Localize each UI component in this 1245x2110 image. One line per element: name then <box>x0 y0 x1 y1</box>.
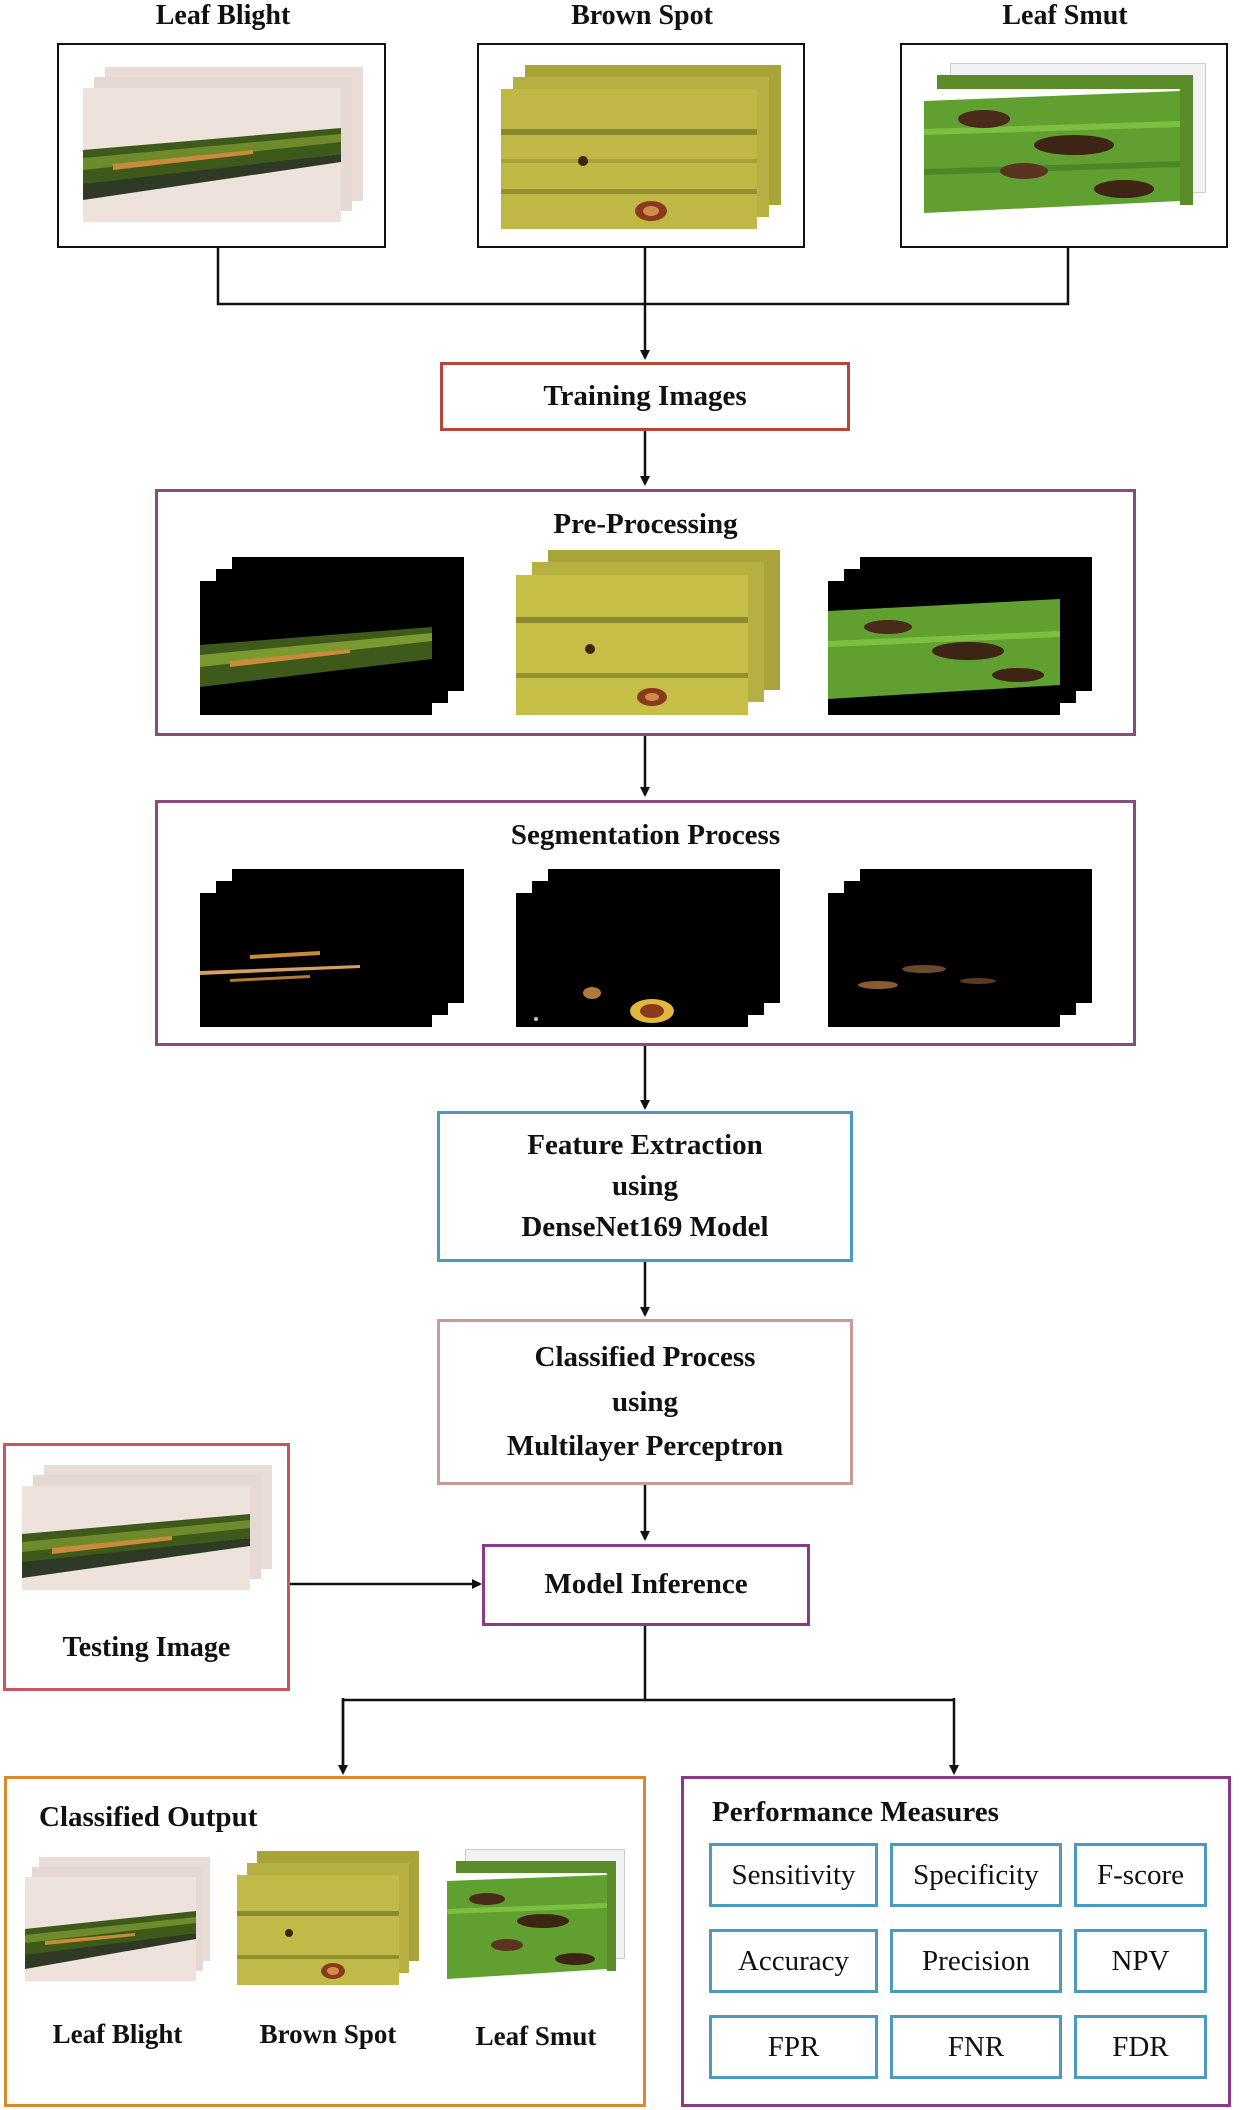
performance-measures-box: Performance Measures Sensitivity Specifi… <box>681 1776 1231 2107</box>
classified-output-box: Classified Output <box>4 1776 646 2107</box>
leaf-smut-image <box>924 91 1180 213</box>
model-inference-label: Model Inference <box>544 1568 748 1601</box>
output-leaf-smut-image <box>447 1849 625 1989</box>
metric-specificity: Specificity <box>890 1843 1062 1907</box>
input-label-brown-spot: Brown Spot <box>571 0 713 31</box>
leaf-blight-image <box>83 128 341 200</box>
segmented-leaf-blight <box>200 869 464 1027</box>
classified-process-box: Classified Process using Multilayer Perc… <box>437 1319 853 1485</box>
segmented-leaf-smut <box>828 869 1092 1027</box>
output-brown-spot-image <box>237 1851 419 1985</box>
output-label-brown-spot: Brown Spot <box>259 2019 397 2049</box>
input-frame-leaf-blight <box>57 43 386 248</box>
classified-process-line-1: Classified Process <box>534 1340 756 1373</box>
classified-process-line-2: using <box>611 1385 679 1418</box>
testing-image-stack <box>22 1465 272 1590</box>
input-label-leaf-blight: Leaf Blight <box>155 0 291 31</box>
metric-fpr: FPR <box>709 2015 878 2079</box>
preprocessed-brown-spot <box>516 550 780 715</box>
metric-fnr: FNR <box>890 2015 1062 2079</box>
preprocessing-box: Pre-Processing <box>155 489 1136 736</box>
split-line <box>341 1626 647 1770</box>
metric-npv: NPV <box>1074 1929 1207 1993</box>
model-inference-box: Model Inference <box>482 1544 810 1626</box>
segmented-brown-spot <box>516 869 780 1027</box>
segmentation-title: Segmentation Process <box>510 819 781 851</box>
classified-process-line-3: Multilayer Perceptron <box>506 1430 784 1463</box>
merge-line <box>216 248 1070 306</box>
input-frame-leaf-smut <box>900 43 1228 248</box>
metric-sensitivity: Sensitivity <box>709 1843 878 1907</box>
brown-spot-image-stack <box>501 65 781 230</box>
preprocessing-title: Pre-Processing <box>553 508 738 540</box>
feature-line-3: DenseNet169 Model <box>521 1211 769 1244</box>
metric-accuracy: Accuracy <box>709 1929 878 1993</box>
brown-spot-image <box>501 89 757 229</box>
metric-precision: Precision <box>890 1929 1062 1993</box>
metric-f-score: F-score <box>1074 1843 1207 1907</box>
input-label-leaf-smut: Leaf Smut <box>1002 0 1128 31</box>
testing-image <box>22 1514 250 1578</box>
classified-output-title: Classified Output <box>39 1801 258 1833</box>
leaf-blight-image-stack <box>83 67 363 222</box>
output-label-leaf-blight: Leaf Blight <box>52 2019 183 2049</box>
performance-title: Performance Measures <box>712 1796 999 1828</box>
input-frame-brown-spot <box>477 43 805 248</box>
feature-line-2: using <box>611 1169 679 1202</box>
training-images-label: Training Images <box>543 379 747 412</box>
leaf-smut-image-stack <box>924 63 1206 233</box>
training-images-box: Training Images <box>440 362 850 431</box>
feature-extraction-box: Feature Extraction using DenseNet169 Mod… <box>437 1111 853 1262</box>
metric-fdr: FDR <box>1074 2015 1207 2079</box>
segmentation-box: Segmentation Process <box>155 800 1136 1046</box>
output-label-leaf-smut: Leaf Smut <box>475 2021 597 2051</box>
testing-image-box: Testing Image <box>3 1443 290 1691</box>
testing-image-label: Testing Image <box>62 1632 231 1663</box>
preprocessed-leaf-blight <box>200 557 464 715</box>
preprocessed-leaf-smut <box>828 557 1092 715</box>
feature-line-1: Feature Extraction <box>527 1128 763 1161</box>
output-leaf-blight-image <box>25 1857 210 1981</box>
